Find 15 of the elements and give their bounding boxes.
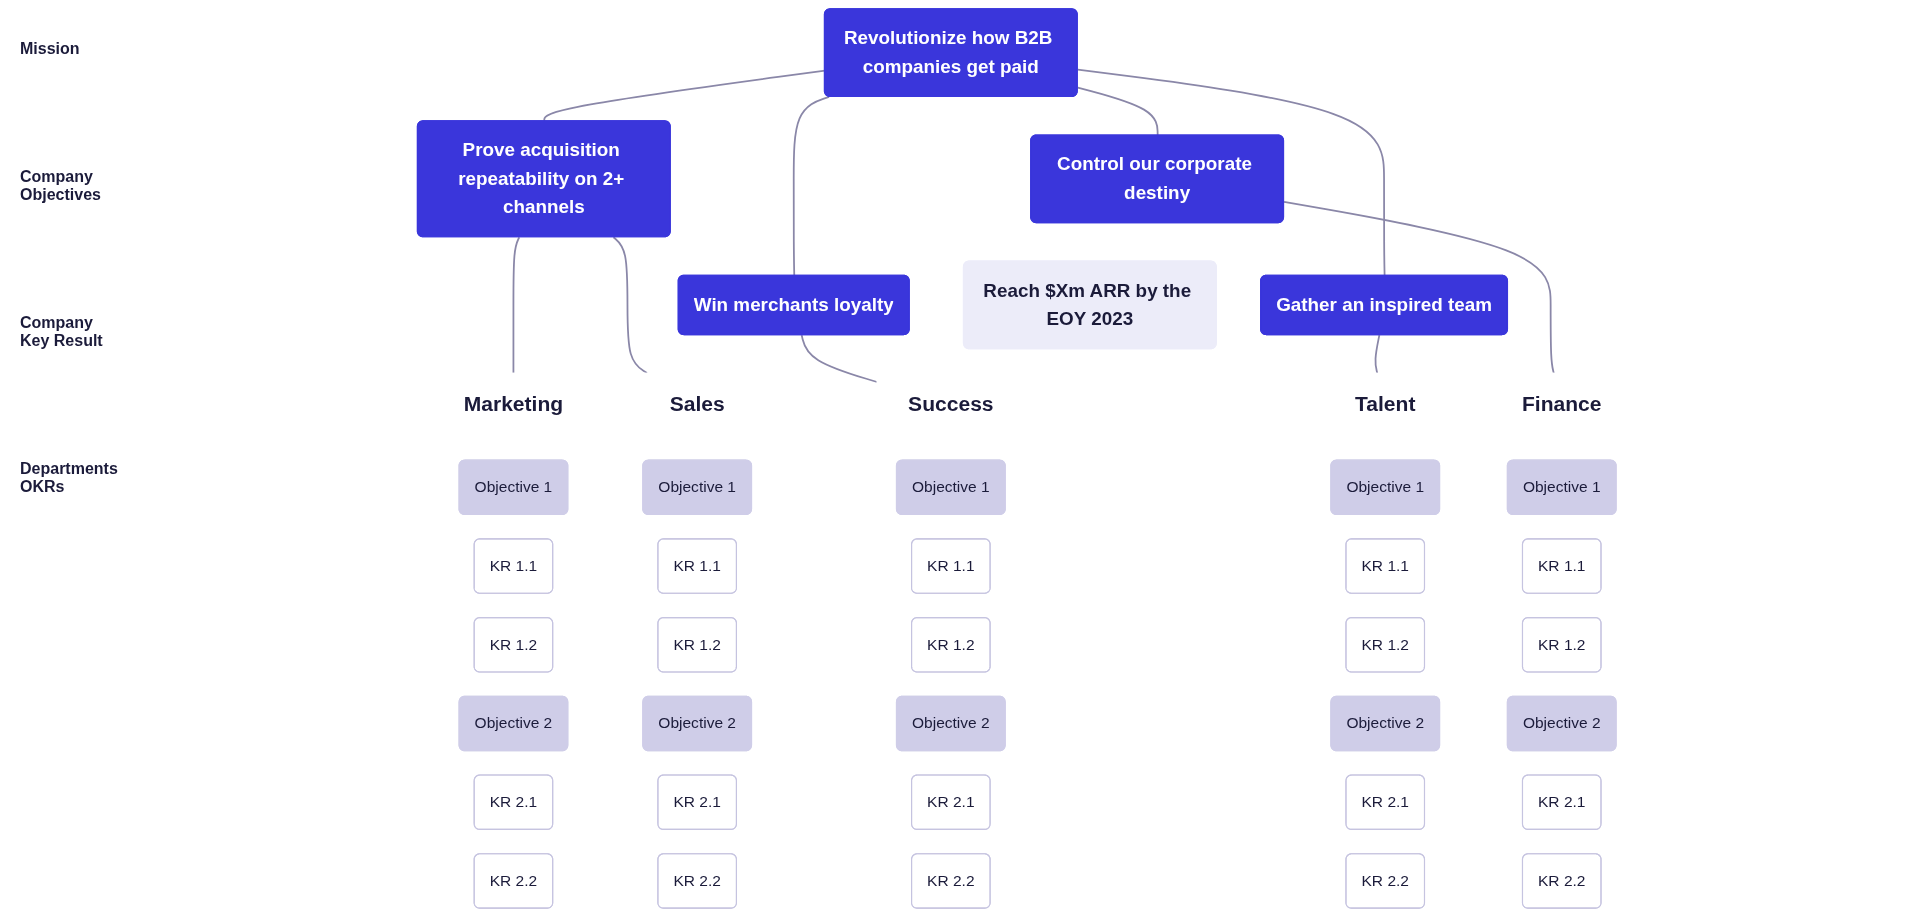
row-label: Company Key Result [20, 314, 104, 350]
row-label: Company Objectives [20, 168, 102, 204]
row-label: Departments OKRs [20, 460, 119, 496]
node-text: Success [908, 391, 994, 416]
connector [512, 236, 521, 374]
connector [612, 236, 648, 374]
connector [1283, 201, 1555, 374]
connector [800, 334, 878, 383]
node-text: Finance [1521, 391, 1602, 416]
node-text: Talent [1354, 391, 1416, 416]
connector [1374, 334, 1381, 374]
node-text: Marketing [463, 391, 564, 416]
connector [792, 95, 830, 277]
node-text: Sales [669, 391, 725, 416]
row-label: Mission [20, 40, 81, 58]
